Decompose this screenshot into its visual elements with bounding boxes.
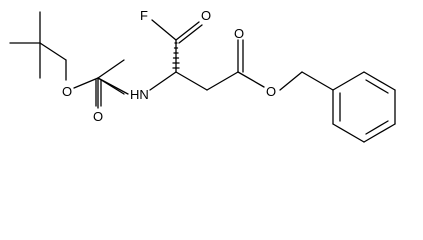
fluorine-label: F	[140, 8, 148, 23]
carbamate-oxygen-label: O	[62, 84, 72, 99]
carbamate-carbonyl-double-bond	[95, 79, 102, 107]
phenyl-ring	[332, 71, 396, 143]
stereo-hashed-wedge	[172, 39, 180, 73]
acyl-oxygen-label: O	[201, 8, 211, 23]
tert-butyl-group	[9, 11, 67, 79]
chemical-structure-diagram: F O O O HN O O	[9, 8, 396, 143]
ester-chain-bonds	[175, 39, 334, 91]
ester-oxygen-label: O	[266, 84, 276, 99]
carbamate-nitrogen-bond	[97, 71, 177, 95]
amide-nitrogen-label: HN	[130, 87, 149, 102]
carbamate-ester-bonds	[65, 59, 125, 109]
acyl-fluoride-group	[151, 19, 203, 44]
carbamate-carbonyl-oxygen-label: O	[93, 109, 103, 124]
ester-carbonyl-oxygen-label: O	[234, 26, 244, 41]
